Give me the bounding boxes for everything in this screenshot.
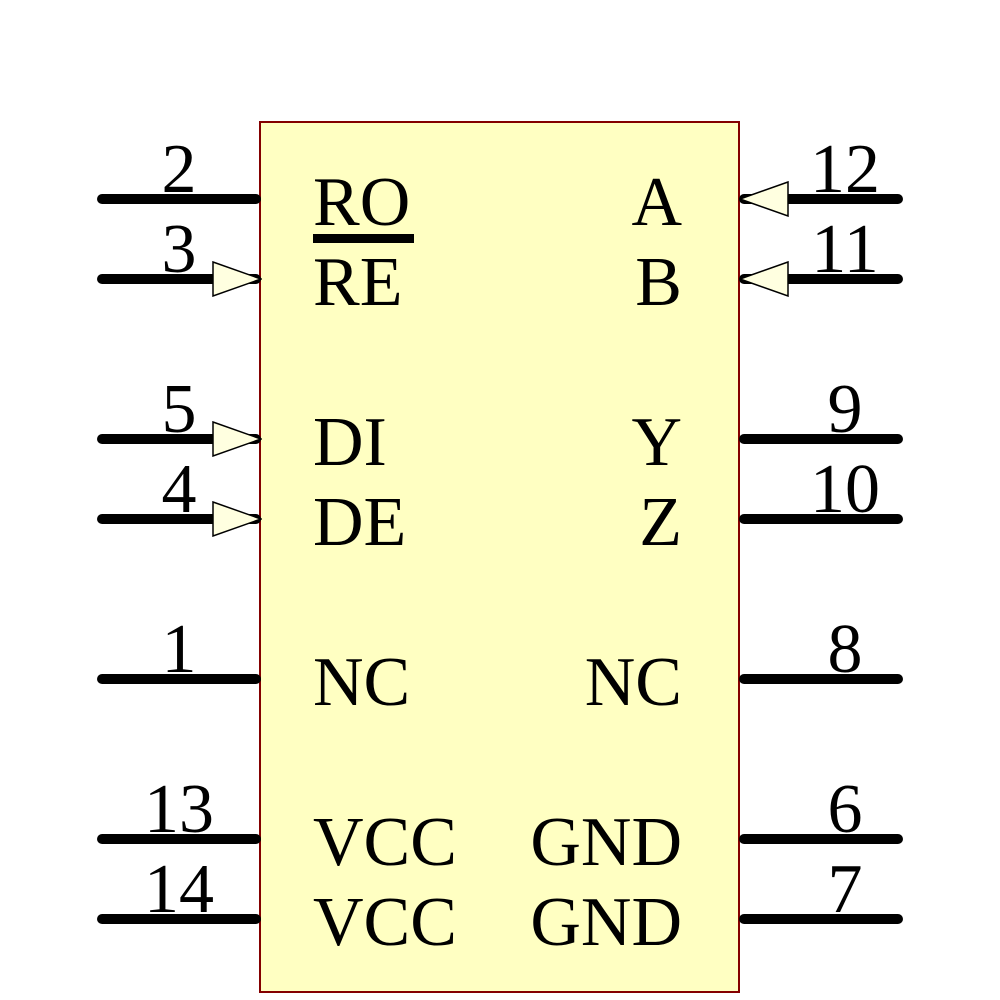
pin-line [97,834,261,844]
pin-number: 9 [827,371,863,448]
pin-number: 4 [161,451,197,528]
input-arrow-icon [212,501,262,537]
pin-label-di: DI [313,404,387,481]
pin-number: 11 [811,211,879,288]
pin-line [97,514,261,524]
pin-line [97,914,261,924]
input-arrow-icon [212,261,262,297]
pin-label-y: Y [631,404,682,481]
pin-number: 6 [827,771,863,848]
pin-label-vcc-1: VCC [313,804,457,881]
pin-label-ro: RO [313,164,411,241]
pin-label-b: B [635,244,682,321]
pin-label-nc-right: NC [584,644,682,721]
pin-line [97,194,261,204]
pin-number: 7 [827,851,863,928]
pin-number: 12 [810,131,880,208]
input-arrow-icon [739,261,789,297]
pin-line [97,274,261,284]
pin-number: 8 [827,611,863,688]
pin-label-nc-left: NC [313,644,411,721]
pin-number: 3 [161,211,197,288]
pin-line [739,194,903,204]
pin-line [739,834,903,844]
re-overline-bar [313,234,414,243]
pin-number: 13 [144,771,214,848]
input-arrow-icon [212,421,262,457]
ic-body [259,121,740,993]
pin-number: 10 [810,451,880,528]
pin-line [739,274,903,284]
input-arrow-icon [739,181,789,217]
pin-line [739,674,903,684]
pin-label-vcc-2: VCC [313,884,457,961]
pin-line [739,434,903,444]
pin-label-de: DE [313,484,407,561]
pin-label-re: RE [313,244,403,321]
pin-line [739,514,903,524]
pin-label-gnd-2: GND [530,884,682,961]
pin-line [97,674,261,684]
pin-label-a: A [631,164,682,241]
pin-number: 14 [144,851,214,928]
pin-number: 5 [161,371,197,448]
pin-line [739,914,903,924]
pin-number: 2 [161,131,197,208]
pin-label-z: Z [639,484,682,561]
pin-number: 1 [161,611,197,688]
pin-line [97,434,261,444]
pin-label-gnd-1: GND [530,804,682,881]
